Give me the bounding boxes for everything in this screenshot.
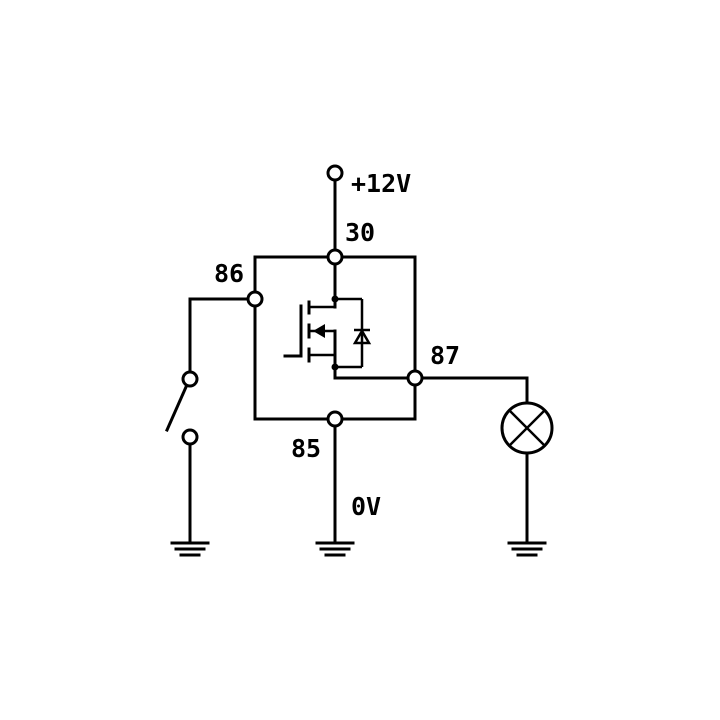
pin-85-label: 85: [291, 434, 321, 463]
pin-87-label: 87: [430, 341, 460, 370]
lamp-branch: [420, 376, 554, 557]
ground-symbol-icon: [507, 541, 547, 557]
lamp-icon: [500, 401, 554, 455]
switch-terminal-bottom: [181, 428, 199, 446]
pin-30-label: 30: [345, 218, 375, 247]
pin-86-terminal: [246, 290, 264, 308]
switch-lever: [165, 385, 188, 432]
ground-symbol-icon: [170, 541, 210, 557]
pin-30-terminal: [326, 248, 344, 266]
supply-terminal: [326, 164, 344, 182]
ground-symbol-icon: [315, 541, 355, 557]
ground-branch: [315, 424, 355, 557]
supply-label: +12V: [351, 169, 411, 198]
supply-lead: [326, 164, 344, 251]
switch-branch: [165, 297, 250, 557]
switch-terminal-top: [181, 370, 199, 388]
ground-label: 0V: [351, 492, 381, 521]
diode-icon: [352, 328, 372, 345]
pin-85-terminal: [326, 410, 344, 428]
mosfet-symbol: [283, 263, 409, 380]
body-arrow-icon: [313, 324, 325, 338]
pin-86-label: 86: [214, 259, 244, 288]
relay-box: [253, 255, 417, 421]
pin-87-terminal: [406, 369, 424, 387]
